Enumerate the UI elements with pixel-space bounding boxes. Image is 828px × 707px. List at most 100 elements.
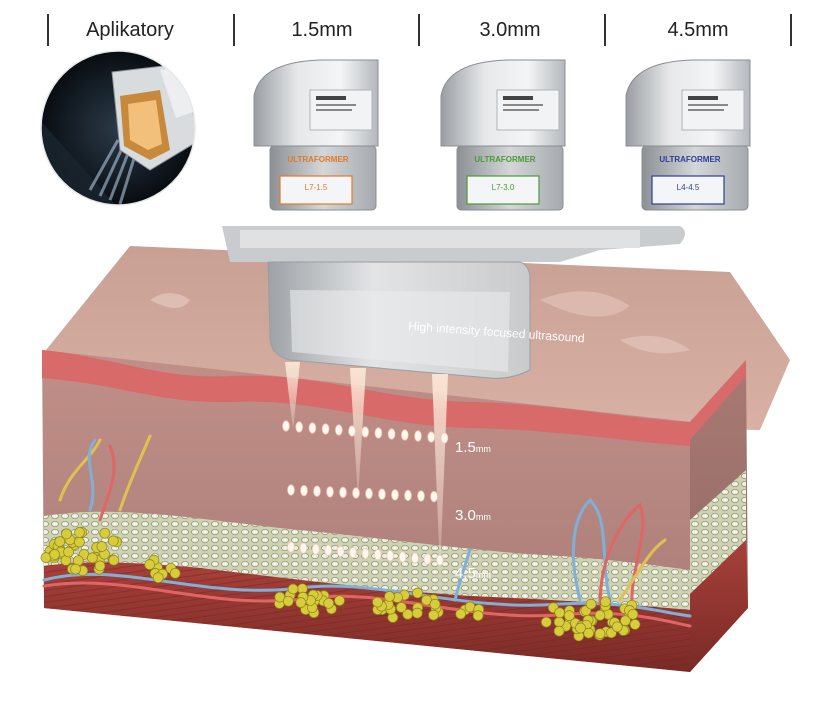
fat-cell (152, 572, 164, 584)
fat-cell (411, 607, 423, 619)
focal-point (349, 546, 357, 559)
header-separator (604, 14, 606, 46)
fat-cell (295, 597, 307, 608)
fat-cell (94, 560, 106, 572)
cartridge-code: L4-4.5 (677, 183, 700, 192)
fat-cell (287, 583, 299, 595)
focal-point (404, 489, 412, 501)
handpiece (222, 226, 685, 379)
focal-point (308, 422, 317, 434)
focal-point-rows (282, 420, 449, 566)
svg-text:3.0mm: 3.0mm (455, 507, 491, 524)
focal-point (387, 428, 396, 440)
focal-point (348, 425, 356, 437)
skin-block (40, 246, 790, 672)
fat-cell (372, 596, 383, 608)
fat-cell (611, 621, 623, 633)
focal-point (339, 486, 347, 498)
fat-cell (384, 591, 395, 602)
cartridge-brand: ULTRAFORMER (659, 155, 720, 164)
fat-cell (108, 554, 120, 566)
focal-point (427, 431, 436, 443)
fat-cell (629, 619, 641, 630)
depth-label-3: 4.5mm (455, 565, 491, 582)
fat-cell (74, 536, 85, 548)
fat-cell (563, 610, 575, 621)
focal-point (423, 553, 432, 565)
svg-text:4.5mm: 4.5mm (455, 565, 491, 582)
focal-point (300, 484, 308, 497)
fat-cell (99, 527, 111, 539)
focal-point (417, 490, 425, 502)
focal-point (313, 485, 321, 497)
fat-cell (575, 622, 586, 634)
fat-layer (44, 511, 690, 610)
focal-point (311, 543, 320, 555)
svg-text:1.5mm: 1.5mm (455, 439, 491, 456)
fat-cell (429, 598, 441, 610)
header-separator (418, 14, 420, 46)
focal-point (373, 549, 382, 561)
epidermis-layer (42, 350, 690, 446)
fat-cell (49, 549, 61, 560)
focal-point (440, 432, 449, 444)
focal-point (400, 429, 409, 441)
cartridge-brand: ULTRAFORMER (287, 155, 348, 164)
applicator-photo (40, 50, 196, 206)
depth-label-2: 3.0mm (455, 507, 491, 524)
fat-cell (74, 527, 85, 538)
fat-cell (540, 616, 552, 628)
focal-point (411, 552, 419, 564)
focal-point (361, 547, 370, 560)
focal-point (326, 486, 334, 498)
fat-cell (282, 595, 294, 607)
fat-cell (412, 587, 423, 599)
header-applicators: Aplikatory (86, 19, 174, 41)
focal-point (430, 490, 438, 503)
focal-point (386, 550, 395, 562)
fat-cell (553, 625, 565, 637)
cartridge-3: ULTRAFORMER L4-4.5 (625, 59, 751, 211)
fat-cell (334, 595, 345, 606)
focal-point (398, 551, 407, 563)
fat-cell (70, 563, 81, 575)
fat-cell (144, 559, 156, 570)
header-depth-4-5: 4.5mm (667, 19, 729, 41)
fat-cell-clusters (40, 526, 641, 642)
header-row: Aplikatory 1.5mm 3.0mm 4.5mm (0, 0, 828, 60)
fat-cell (472, 610, 484, 621)
fat-cell (600, 596, 611, 608)
focal-point (336, 545, 345, 558)
focal-point (361, 426, 370, 438)
focal-point (374, 427, 383, 439)
focal-point (299, 542, 308, 554)
fat-cell (87, 552, 98, 564)
header-depth-1-5: 1.5mm (291, 19, 353, 41)
fat-cell (585, 598, 597, 610)
focal-point (365, 487, 373, 500)
fat-cell (395, 602, 407, 613)
fat-cell (63, 546, 74, 558)
focal-point (282, 420, 290, 432)
fat-cell (323, 597, 335, 609)
cartridge-brand: ULTRAFORMER (474, 155, 535, 164)
cartridge-code: L7-1.5 (305, 183, 328, 192)
focal-point (352, 487, 360, 499)
fat-cell (107, 535, 119, 547)
fat-cell (274, 591, 286, 603)
fat-cell (428, 609, 439, 621)
fat-cell (54, 536, 66, 547)
fat-cell (464, 601, 476, 613)
fat-cell (169, 567, 181, 579)
depth-label-1: 1.5mm (455, 439, 491, 456)
fat-cell (96, 541, 108, 552)
fat-cell (583, 627, 595, 639)
header-depth-3-0: 3.0mm (479, 19, 541, 41)
focal-point (295, 421, 304, 433)
fat-cell (455, 608, 467, 620)
focal-point (287, 484, 295, 496)
fat-cell (627, 608, 639, 620)
header-separator (233, 14, 235, 46)
